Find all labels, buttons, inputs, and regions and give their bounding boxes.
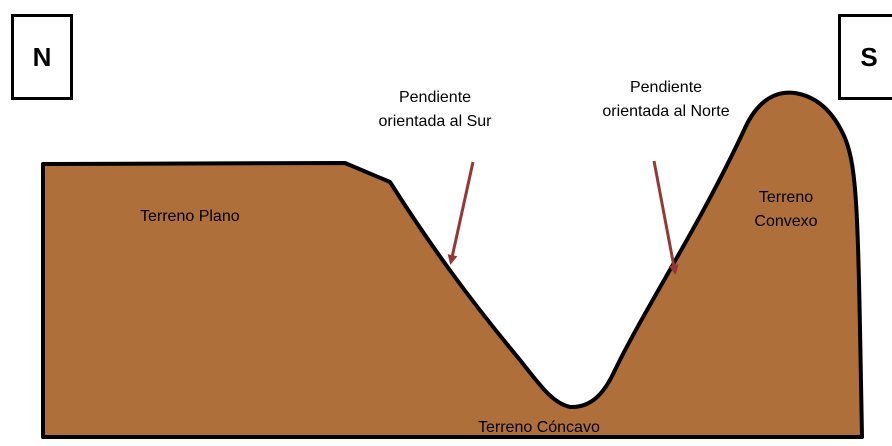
flat-terrain-label: Terreno Plano (140, 208, 240, 225)
concave-terrain-label: Terreno Cóncavo (478, 419, 600, 436)
south-slope-label-line1: Pendiente (398, 89, 472, 106)
terrain-profile (41, 90, 864, 439)
south-slope-arrow (447, 161, 475, 265)
north-letter: N (32, 41, 52, 72)
north-slope-label-line1: Pendiente (629, 79, 703, 96)
north-facing-slope-label: Pendiente orientada al Norte (566, 76, 766, 124)
convex-label-line2: Convexo (754, 213, 818, 230)
convex-terrain-label: Terreno Convexo (738, 186, 834, 234)
south-slope-label-line2: orientada al Sur (378, 113, 492, 130)
convex-label-line1: Terreno (758, 189, 814, 206)
south-letter: S (860, 41, 878, 72)
north-marker: N (11, 14, 73, 100)
south-facing-slope-label: Pendiente orientada al Sur (360, 86, 510, 134)
north-slope-label-line2: orientada al Norte (602, 103, 730, 120)
south-marker: S (838, 14, 892, 100)
north-slope-arrow (652, 160, 679, 275)
